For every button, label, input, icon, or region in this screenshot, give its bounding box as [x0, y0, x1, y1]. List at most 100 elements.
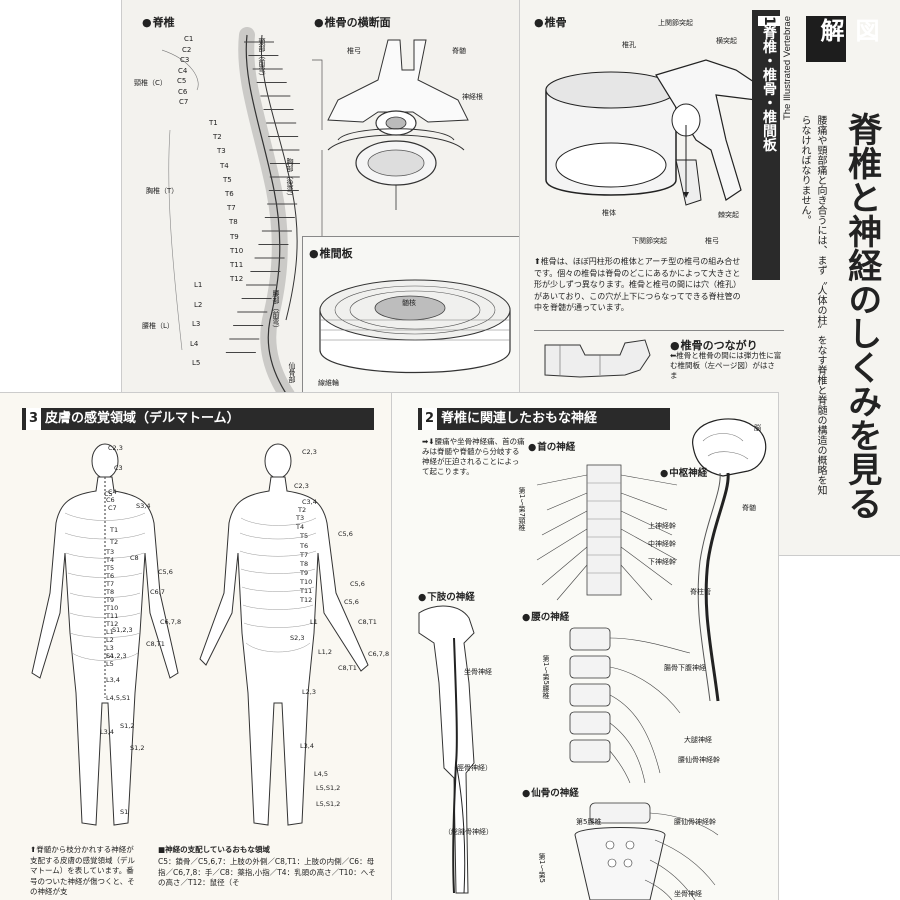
back-dermatome-label: L1: [106, 628, 114, 636]
arch-label: 椎弓: [705, 237, 719, 245]
vertebra-level-l3: L3: [192, 320, 201, 328]
section-2-number: 2: [422, 408, 438, 430]
back-dermatome-label: S1,2,3: [112, 626, 133, 634]
brain-label: 脳: [754, 424, 761, 432]
lower-trunk-label: 下神経幹: [648, 558, 676, 566]
front-dermatome-label: C2,3: [302, 448, 317, 456]
front-dermatome-label: T8: [300, 560, 309, 568]
connection-illustration: [544, 339, 651, 378]
vertebra-level-c2: C2: [182, 45, 192, 54]
neck-heading: 首の神経: [528, 439, 575, 453]
back-dermatome-label: T10: [106, 604, 119, 612]
dermatome-front-figure: [199, 443, 369, 826]
back-dermatome-label: C6,7,8: [160, 618, 182, 626]
vertebra-level-c5: C5: [177, 77, 187, 85]
sacral-nerves-illustration: [574, 802, 719, 900]
back-dermatome-label: S1,2,3: [106, 652, 127, 660]
middle-trunk-label: 中神経幹: [648, 540, 676, 548]
spinous-label: 棘突起: [718, 211, 739, 219]
lumbar-heading: 腰の神経: [522, 609, 569, 623]
vertebra-level-t7: T7: [227, 204, 236, 213]
cord-label: 脊髄: [742, 504, 756, 512]
back-dermatome-label: T8: [106, 588, 115, 596]
spine-heading: 脊椎: [142, 14, 175, 30]
sacral-range-label: 第1〜第5: [538, 853, 546, 883]
back-dermatome-label: L3,4: [106, 676, 120, 684]
leg-nerves-illustration: [418, 605, 475, 894]
back-dermatome-label: T5: [106, 564, 115, 572]
back-dermatome-label: T1: [110, 526, 119, 534]
back-dermatome-label: C6: [106, 496, 115, 504]
vertebra-level-l5: L5: [192, 359, 201, 367]
sciatic-label: 坐骨神経: [464, 668, 492, 676]
back-dermatome-label: S1,2: [130, 744, 145, 752]
lumbar-nerves-illustration: [569, 627, 691, 783]
front-dermatome-label: C5,6: [350, 580, 365, 588]
innervation-text: C5：鎖骨／C5,6,7：上肢の外側／C8,T1：上肢の内側／C6：母指／C6,…: [158, 857, 376, 887]
innervation-heading: ■神経の支配しているおもな領域: [158, 845, 270, 854]
lumbar-curve-label: 腰部（前弯）: [272, 290, 280, 332]
back-dermatome-label: L4,5,S1: [106, 694, 131, 702]
back-dermatome-label: C3: [114, 464, 123, 472]
connection-panel: 椎骨のつながり ⬅椎骨と椎骨の間には弾力性に富む椎間板（左ページ図）がはさま: [534, 330, 784, 393]
back-dermatome-label: T7: [106, 580, 115, 588]
subtitle-en: The Illustrated Vertebrae: [782, 16, 793, 121]
main-title: 脊椎と神経のしくみを見る: [841, 112, 882, 520]
cross-root-label: 神経根: [462, 93, 483, 101]
connection-heading: 椎骨のつながり: [670, 337, 758, 353]
vertebra-level-l1: L1: [194, 281, 203, 289]
front-dermatome-label: L3,4: [300, 742, 314, 750]
vertebra-level-l2: L2: [194, 300, 203, 309]
vertebra-level-l4: L4: [190, 339, 199, 348]
disc-heading: 椎間板: [309, 245, 353, 261]
vertebra-level-c4: C4: [178, 66, 188, 75]
canal-label: 脊柱管: [690, 588, 711, 596]
front-dermatome-label: C3,4: [302, 498, 317, 506]
inferior-articular-label: 下関節突起: [632, 237, 667, 245]
spine-illustration: [162, 27, 323, 392]
back-dermatome-label: S1,2: [120, 722, 135, 730]
sacral-sciatic-label: 坐骨神経: [674, 890, 702, 898]
cross-cord-label: 脊髄: [452, 47, 466, 55]
vertebra-level-t9: T9: [230, 232, 239, 241]
back-dermatome-label: T2: [110, 538, 119, 546]
sacral-trunk-label: 腰仙骨神経幹: [674, 818, 716, 826]
back-dermatome-label: T11: [106, 612, 119, 620]
vertebra-level-t5: T5: [223, 175, 232, 184]
front-dermatome-label: C5,6: [338, 530, 353, 538]
front-dermatome-label: S2,3: [290, 634, 305, 642]
front-dermatome-label: L2,3: [302, 688, 316, 696]
section-3-number: 3: [26, 408, 42, 430]
front-dermatome-label: C8,T1: [358, 618, 377, 626]
foramen-label: 椎孔: [622, 41, 636, 49]
back-dermatome-label: T6: [106, 572, 115, 580]
back-dermatome-label: T9: [106, 596, 115, 604]
disc-illustration: [319, 279, 511, 374]
cervical-region-label: 頸椎（C）: [134, 79, 167, 87]
vertebra-level-t8: T8: [229, 218, 238, 227]
vertebra-cross-section-illustration: [327, 39, 469, 210]
superior-articular-label: 上関節突起: [658, 19, 693, 27]
neck-curve-label: 頸部（前弯）: [258, 38, 266, 80]
section-2-title: 脊椎に関連したおもな神経: [441, 411, 598, 426]
back-dermatome-label: L3,4: [100, 728, 114, 736]
section-1-title: 脊椎・椎骨・椎間板: [761, 25, 777, 152]
front-dermatome-label: C8,T1: [338, 664, 357, 672]
back-dermatome-label: S3,4: [136, 502, 151, 510]
iliohypogastric-label: 腸骨下腹神経: [664, 664, 706, 672]
vertebra-level-t4: T4: [220, 161, 229, 170]
vertebra-heading: 椎骨: [534, 14, 567, 30]
central-nervous-illustration: [692, 418, 767, 702]
back-dermatome-label: C8: [130, 554, 139, 562]
back-dermatome-label: T3: [106, 548, 115, 556]
back-dermatome-label: L2: [106, 636, 114, 644]
vertebra-level-c3: C3: [180, 56, 190, 64]
back-dermatome-label: C2,3: [108, 444, 123, 452]
title-intro: 腰痛や頸部痛と向き合うには、まず〝人体の柱〟をなす脊椎と脊髄の構造の概略を知らな…: [799, 115, 826, 495]
back-dermatome-label: C5: [104, 490, 113, 498]
vertebra-level-t1: T1: [209, 119, 218, 127]
back-dermatome-label: L4: [106, 652, 114, 660]
